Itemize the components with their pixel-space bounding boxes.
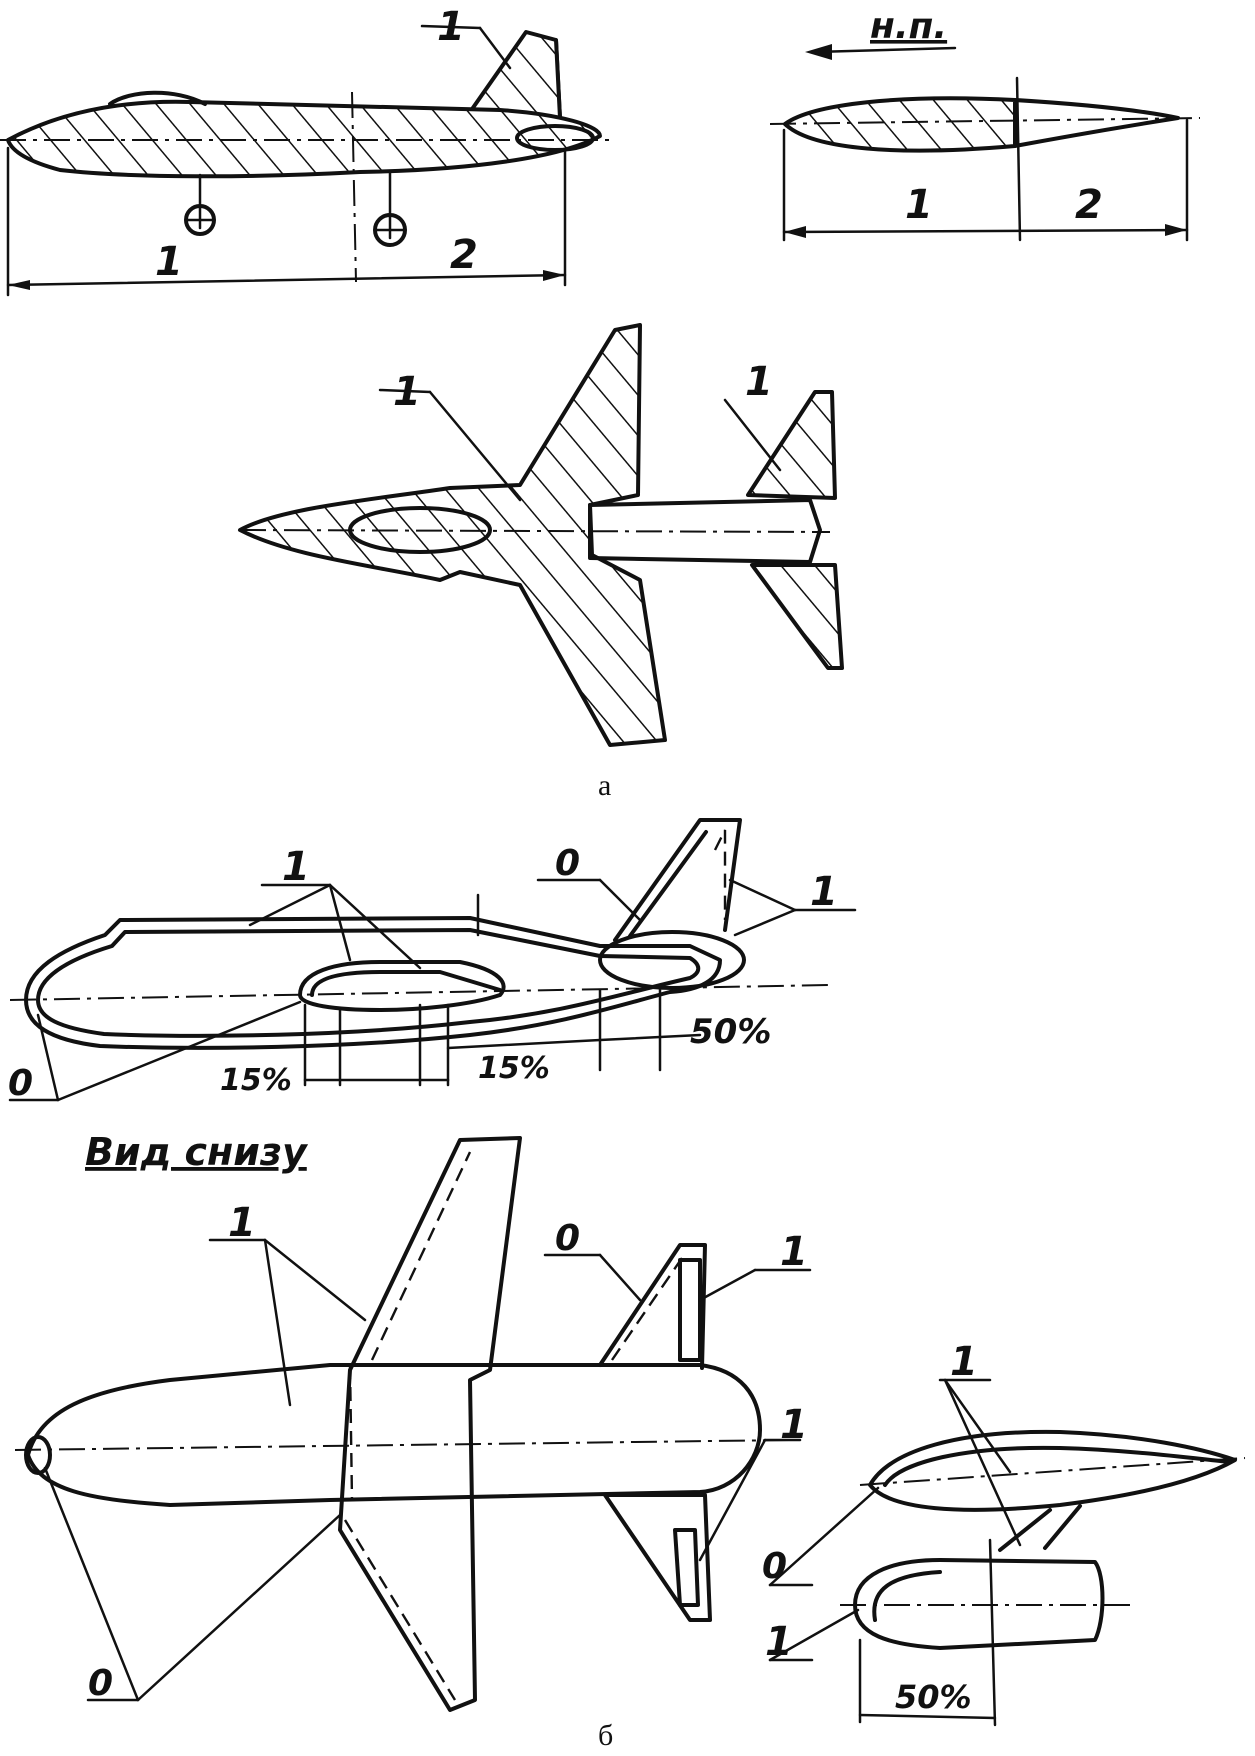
dimension-15pct-right bbox=[446, 1038, 602, 1050]
elevator-lower-b bbox=[673, 1528, 700, 1607]
dimension-line-side-a bbox=[6, 273, 567, 287]
axis-airfoil-b bbox=[859, 1457, 1246, 1486]
leader-zone-0-nose-b bbox=[36, 1013, 60, 1102]
label-zone-1-stab-a: 1 bbox=[745, 359, 773, 405]
pylon-b bbox=[998, 1504, 1082, 1552]
caption-b: б bbox=[598, 1719, 613, 1751]
stabilizer-upper-a bbox=[746, 390, 837, 500]
tail-boom-a bbox=[588, 498, 822, 564]
label-flight-direction: н.п. bbox=[870, 6, 947, 47]
part-b-side-view: 15% 15% 50% 1 0 1 0 bbox=[8, 818, 857, 1104]
arrow-head-icon bbox=[805, 44, 832, 60]
dimension-50pct-side bbox=[598, 1033, 702, 1042]
fin-side-b bbox=[613, 818, 742, 942]
leader-zone-1-wing-b bbox=[263, 1238, 367, 1322]
leader-zone-1-nacelle-b bbox=[768, 1608, 860, 1662]
label-zone-1-airfoil: 1 bbox=[905, 182, 933, 228]
flight-direction-arrow bbox=[813, 46, 957, 54]
leader-wing-a bbox=[428, 390, 522, 502]
label-zone-1-wing-a: 1 bbox=[393, 369, 421, 415]
nacelle-b bbox=[853, 1558, 1105, 1650]
label-zone-2-airfoil: 2 bbox=[1075, 182, 1103, 228]
wing-root-side-b bbox=[298, 960, 506, 1012]
label-50pct-nacelle: 50% bbox=[895, 1678, 972, 1716]
label-zone-1-stab-lower-b: 1 bbox=[780, 1402, 808, 1448]
axis-side-b bbox=[9, 984, 831, 1001]
exhaust-nozzle-side-a bbox=[515, 124, 595, 152]
leader-zone-1-stab-lower-b bbox=[698, 1438, 767, 1562]
label-zone-1-airfoil-b: 1 bbox=[950, 1339, 978, 1385]
label-zone-1-fin-a: 1 bbox=[437, 4, 465, 50]
label-15pct-right: 15% bbox=[478, 1051, 550, 1086]
wing-and-nose-a bbox=[238, 323, 667, 747]
leader-zone-1-fin-b bbox=[728, 878, 797, 912]
leader-zone-1-stab-b bbox=[698, 1268, 757, 1302]
label-zone-1-side-a: 1 bbox=[155, 239, 183, 285]
part-b-plan-view: 1 0 1 1 0 bbox=[14, 1136, 812, 1712]
leader-zone-1-top-b bbox=[248, 883, 332, 927]
stabilizer-lower-a bbox=[750, 563, 844, 670]
wing-plan-b bbox=[338, 1136, 522, 1712]
label-50pct-side: 50% bbox=[690, 1012, 771, 1052]
fin-leading-edge-b bbox=[628, 830, 708, 938]
wing-zone-0-upper-b bbox=[370, 1151, 472, 1361]
leader-zone-0-stab-b bbox=[598, 1253, 642, 1302]
tailplane-side-b bbox=[598, 930, 746, 990]
leader-zone-0-fin-b bbox=[598, 878, 642, 922]
axis-plan-b bbox=[14, 1439, 791, 1451]
caption-a: а bbox=[598, 769, 611, 802]
leader-fin-a bbox=[478, 26, 512, 70]
label-zone-0-plan-b: 0 bbox=[88, 1663, 113, 1704]
wing-root-inner-b bbox=[310, 970, 502, 997]
wing-zone-0-lower-b bbox=[343, 1519, 457, 1701]
leader-stab-a bbox=[723, 398, 782, 472]
chord-line bbox=[769, 117, 1201, 125]
label-zone-2-side-a: 2 bbox=[450, 232, 478, 278]
airfoil-rear bbox=[1013, 98, 1180, 148]
fuselage-inner-b bbox=[36, 928, 701, 1038]
label-zone-1-side-b: 1 bbox=[282, 844, 310, 890]
leader-zone-1-fuselage-b bbox=[263, 1238, 292, 1407]
part-a-side-view: 1 1 2 bbox=[0, 4, 612, 297]
leader-zone-0-airfoil-b bbox=[768, 1486, 880, 1587]
label-zone-1-plan-b: 1 bbox=[228, 1200, 256, 1246]
stab-zone-0-upper-b bbox=[611, 1257, 683, 1361]
label-zone-1-fin-b: 1 bbox=[810, 869, 838, 915]
section-line-side-a bbox=[351, 91, 357, 283]
stab-upper-plan-b bbox=[598, 1243, 707, 1370]
dimension-50pct-nacelle bbox=[858, 1713, 997, 1720]
label-zone-0-side-b: 0 bbox=[8, 1063, 33, 1104]
dimension-line-airfoil bbox=[782, 228, 1189, 234]
part-a-airfoil: н.п. 1 2 bbox=[769, 6, 1201, 242]
fin-side-a bbox=[468, 30, 562, 120]
fin-zone-1-outline-b bbox=[713, 829, 727, 920]
fuselage-plan-b bbox=[26, 1363, 762, 1507]
label-zone-0-fin-b: 0 bbox=[555, 843, 580, 884]
label-zone-0-stab-b: 0 bbox=[555, 1218, 580, 1259]
fuselage-side-b bbox=[24, 916, 722, 1050]
leader-zone-0-nose-plan-b bbox=[43, 1466, 140, 1702]
leader-zone-1-airfoil-b bbox=[943, 1378, 1022, 1547]
elevator-upper-b bbox=[678, 1258, 702, 1362]
nose-plan-b bbox=[24, 1435, 52, 1475]
label-zone-1-nacelle-b: 1 bbox=[765, 1619, 793, 1665]
axis-plan-a bbox=[239, 529, 831, 533]
stab-lower-plan-b bbox=[603, 1493, 712, 1622]
airfoil-inner-b bbox=[883, 1445, 1232, 1487]
fuselage-side-a bbox=[6, 99, 602, 179]
label-bottom-view: Вид снизу bbox=[85, 1130, 309, 1174]
label-zone-1-stab-b: 1 bbox=[780, 1229, 808, 1275]
label-15pct-left: 15% bbox=[220, 1063, 292, 1098]
label-zone-0-airfoil-b: 0 bbox=[762, 1546, 787, 1587]
airfoil-front bbox=[783, 96, 1017, 153]
nacelle-inner-b bbox=[872, 1570, 942, 1622]
part-a-plan-view: 1 1 bbox=[238, 323, 844, 747]
part-b-airfoil-nacelle: 50% 1 0 1 bbox=[762, 1339, 1246, 1727]
canopy-side-a bbox=[108, 90, 207, 106]
